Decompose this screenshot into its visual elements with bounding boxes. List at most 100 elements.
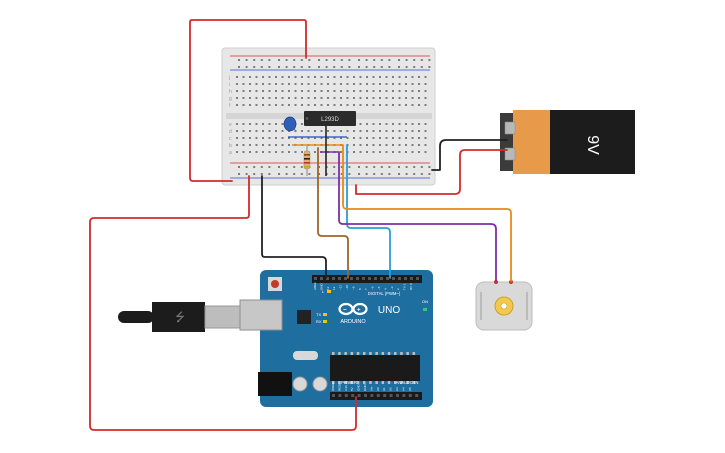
pin-label-reset: RESET — [337, 381, 341, 391]
pin-label-a1: A1 — [382, 387, 386, 391]
board-capacitor-1 — [292, 376, 308, 392]
pin-label-tx1: TX 1 — [403, 283, 407, 290]
led-l — [327, 290, 331, 293]
digital-header — [312, 275, 422, 283]
led-tx-label: TX — [316, 312, 321, 317]
pin-label-a0: A0 — [376, 387, 380, 391]
usb-cable: ⭍ — [118, 302, 241, 332]
crystal — [293, 351, 318, 360]
pin-label-4: 4 — [383, 288, 387, 290]
pin-label-gnd-1: GND — [357, 384, 361, 392]
board-capacitor-2 — [312, 376, 328, 392]
usb-plug-metal — [204, 305, 241, 329]
power-analog-header-pins — [332, 394, 419, 397]
ic-label: L293D — [321, 117, 339, 123]
row-label-f: f — [229, 103, 231, 109]
led-rx-label: RX — [316, 319, 322, 324]
digital-label: DIGITAL (PWM~) — [368, 291, 401, 296]
arduino-model: UNO — [378, 305, 400, 316]
row-label-j: j — [228, 75, 230, 81]
usb-jack — [239, 299, 283, 331]
pin-label-7: 7 — [364, 288, 368, 290]
wire-red-5v[interactable] — [89, 175, 357, 431]
battery-terminal-negative — [504, 147, 516, 161]
wire-red-rail-link[interactable] — [189, 19, 307, 182]
usb-plug-body — [152, 302, 205, 332]
pin-label-13: 13 — [326, 286, 330, 290]
led-rx — [323, 320, 327, 323]
power-label: POWER — [341, 380, 357, 385]
usb-icon: ⭍ — [175, 310, 185, 324]
power-analog-header — [330, 392, 422, 400]
wire-red-battery[interactable] — [355, 149, 508, 195]
dc-power-jack — [258, 372, 292, 396]
svg-text:−: − — [343, 308, 347, 314]
pin-label-a2: A2 — [389, 387, 393, 391]
resistor[interactable] — [303, 146, 311, 176]
dc-motor[interactable] — [475, 280, 533, 331]
row-label-c: c — [229, 136, 232, 142]
battery-body — [513, 110, 551, 174]
wire-black-battery[interactable] — [431, 139, 508, 171]
pin-label-6: ~6 — [371, 286, 375, 290]
pin-label-9: ~9 — [351, 286, 355, 290]
led-tx — [323, 313, 327, 316]
pin-label-10: ~10 — [345, 285, 349, 290]
row-label-e: e — [229, 122, 232, 128]
analog-label: ANALOG IN — [396, 380, 419, 385]
svg-text:+: + — [357, 308, 361, 314]
reset-button-cap — [271, 280, 279, 288]
pin-label-3v3: 3.3V — [344, 385, 348, 391]
battery-terminal-positive — [504, 121, 516, 135]
l293d-chip[interactable]: L293D — [304, 111, 356, 126]
led-l-label: L — [322, 289, 325, 294]
row-label-h: h — [229, 89, 232, 95]
breadboard-jumpers — [288, 126, 347, 176]
battery-cap — [550, 110, 635, 174]
led-on-label: ON — [422, 299, 428, 304]
motor-terminal-1 — [494, 280, 498, 284]
usb-cable-strain — [118, 311, 154, 323]
power-analog-pin-labels: IOREF RESET 3.3V 5V GND GND Vin A0 A1 A2… — [331, 381, 412, 391]
ceramic-capacitor[interactable] — [283, 116, 297, 133]
digital-pin-labels: AREF GND 13 12 ~11 ~10 ~9 8 7 ~6 ~5 4 ~3… — [313, 282, 413, 290]
pin-label-a5: A5 — [408, 387, 412, 391]
wire-blue-signal[interactable] — [346, 144, 391, 279]
battery-clip — [500, 113, 514, 171]
wire-orange-motor[interactable] — [342, 144, 512, 282]
row-label-g: g — [229, 96, 232, 102]
pin-label-ioref: IOREF — [331, 382, 335, 391]
pin-label-12: 12 — [332, 286, 336, 290]
battery-label: 9V — [584, 135, 601, 155]
pin-label-vin: Vin — [369, 386, 373, 391]
battery-9v[interactable]: 9V — [500, 110, 635, 174]
wire-brown-signal[interactable] — [317, 147, 349, 279]
ic-body — [304, 111, 356, 126]
arduino-logo: − + — [338, 302, 368, 316]
wire-black-gnd[interactable] — [261, 175, 327, 279]
breadboard-row-letters: j i h g f e d c b a — [228, 75, 232, 156]
usb-chip — [297, 310, 311, 324]
pin-label-8: 8 — [358, 288, 362, 290]
pin-label-aref: AREF — [313, 282, 317, 290]
pin-label-5v: 5V — [350, 387, 354, 391]
pin-label-2: 2 — [396, 288, 400, 290]
pin-label-3: ~3 — [390, 286, 394, 290]
row-label-i: i — [229, 82, 230, 88]
breadboard-holes — [236, 59, 431, 175]
pin-label-a3: A3 — [395, 387, 399, 391]
pin-label-11: ~11 — [339, 285, 343, 290]
row-label-b: b — [229, 143, 232, 149]
arduino-brand: ARDUINO — [340, 319, 366, 325]
ic-notch — [305, 117, 309, 120]
pin-label-a4: A4 — [401, 387, 405, 391]
pin-label-rx0: RX 0 — [409, 283, 413, 290]
capacitor-body — [283, 116, 297, 132]
pin-label-gnd-2: GND — [363, 384, 367, 392]
arduino-uno-board[interactable]: − + ARDUINO UNO DIGITAL (PWM~) POWER ANA… — [239, 270, 433, 407]
wire-purple-motor[interactable] — [338, 151, 497, 282]
atmega-chip — [330, 355, 420, 381]
led-on — [423, 308, 427, 311]
wires — [89, 19, 512, 431]
